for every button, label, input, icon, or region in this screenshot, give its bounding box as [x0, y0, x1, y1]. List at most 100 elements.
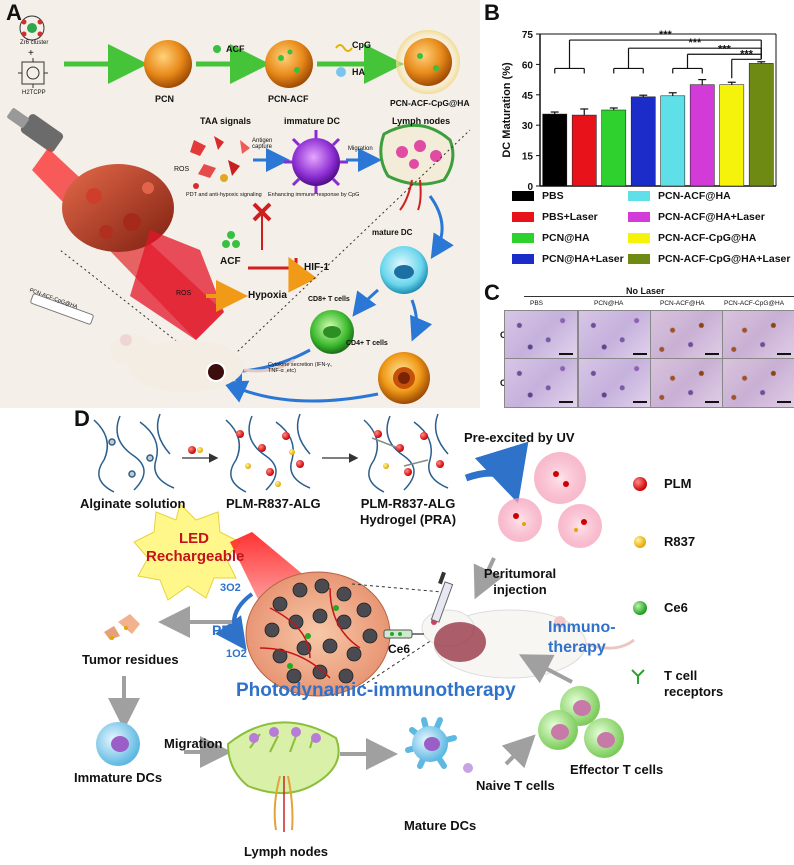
- singlet-oxygen-label: 1O2: [226, 648, 247, 660]
- panel-a: A: [0, 0, 480, 408]
- arrow-injection: [473, 557, 503, 600]
- led-rechargeable-label: LED Rechargeable: [146, 530, 245, 565]
- plus-label: +: [28, 48, 34, 59]
- ros-label-2: ROS: [176, 290, 192, 297]
- tumor-icon: [62, 164, 174, 252]
- hif1-label: HIF-1: [304, 262, 329, 273]
- legend-swatch: [512, 212, 534, 223]
- cd4-t-cell-icon: [378, 352, 430, 404]
- bar-1: [571, 114, 597, 187]
- tcr-legend-label: T cell receptors: [664, 668, 724, 699]
- plm-legend-icon: [633, 477, 647, 491]
- mature-dc-icon-d: [405, 717, 473, 773]
- lymph-nodes-label: Lymph nodes: [392, 116, 451, 126]
- acf-label: ACF: [226, 44, 245, 54]
- panel-a-schematic: [7, 15, 471, 404]
- excited-microspheres-icon: [498, 452, 602, 548]
- pcn-acf-label: PCN-ACF: [268, 94, 309, 104]
- tcpp-molecule-icon: [18, 58, 48, 88]
- lymph-node-icon: [379, 123, 455, 211]
- ihc-image-cd8-pcn-acf-ha: [650, 310, 724, 360]
- tumor-tissue: [130, 230, 224, 340]
- pcn-label: PCN: [155, 94, 175, 104]
- plm-r837-alg-icon: [225, 413, 311, 493]
- legend-swatch: [512, 191, 534, 202]
- arrow-to-cd4: [410, 299, 433, 342]
- led-star-icon: [133, 503, 241, 601]
- ce6-syringe-label: Ce6: [388, 642, 411, 656]
- panel-a-letter: A: [6, 0, 22, 25]
- legend-label: PCN-ACF@HA+Laser: [658, 211, 765, 223]
- plm-r837-alg-label: PLM-R837-ALG: [226, 496, 321, 511]
- y-tick-label: 60: [522, 60, 534, 71]
- y-tick-label: 45: [522, 91, 534, 102]
- hydrogel-label: PLM-R837-ALG Hydrogel (PRA): [359, 496, 457, 527]
- no-laser-title: No Laser: [626, 286, 665, 296]
- legend-item-pcn-ha-laser: PCN@HA+Laser: [512, 253, 624, 265]
- pcn-acf-particle-icon: [265, 40, 313, 88]
- legend-label: PCN-ACF@HA: [658, 190, 731, 202]
- syringe-icon-d: [430, 571, 454, 623]
- pcn-acf-cpg-ha-label: PCN-ACF-CpG@HA: [390, 98, 470, 108]
- tumor-tissue-icon: [245, 571, 391, 697]
- effector-t-cells-icon: [538, 686, 624, 758]
- cd4-label: CD4+ T cells: [346, 340, 388, 347]
- legend-label: PBS+Laser: [542, 211, 598, 223]
- immature-dcs-label: Immature DCs: [74, 770, 163, 785]
- panel-d-letter: D: [74, 406, 90, 431]
- legend-item-pcn-acf-cpg-ha: PCN-ACF-CpG@HA: [628, 232, 756, 244]
- plm-r837-alg-particles: [236, 430, 304, 487]
- arrow-to-tumor-from-effector: [518, 654, 573, 684]
- r837-legend-icon: [634, 536, 646, 548]
- arrow-to-cd8: [352, 288, 379, 317]
- mature-dc-icon: [380, 246, 428, 294]
- col-header-pcn-acf-cpg-ha: PCN-ACF-CpG@HA: [724, 300, 785, 307]
- ha-icon: [336, 67, 346, 77]
- col-header-pcn-acf-ha: PCN-ACF@HA: [660, 300, 705, 307]
- taa-signals-label: TAA signals: [200, 116, 252, 126]
- tcr-legend-icon: [631, 669, 645, 684]
- bar-2: [601, 109, 627, 187]
- bar-6: [719, 84, 745, 187]
- mature-dcs-label: Mature DCs: [404, 818, 477, 833]
- cd8-label: CD8+ T cells: [308, 296, 350, 303]
- y-tick-label: 15: [522, 152, 534, 163]
- legend-label: PCN@HA: [542, 232, 590, 244]
- ihc-image-cd8-pcn-ha: [578, 310, 652, 360]
- arrow-uv-excitation: [464, 441, 529, 504]
- panel-d-schematic: [93, 413, 647, 832]
- arrow-hypoxia-hif: [288, 256, 318, 293]
- ce6-legend-label: Ce6: [664, 600, 688, 615]
- legend-swatch: [512, 233, 534, 244]
- panel-b-legend: PBS PCN-ACF@HA PBS+Laser PCN-ACF@HA+Lase…: [490, 190, 790, 266]
- bar-0: [542, 113, 568, 187]
- pdt-label: PDT: [212, 622, 240, 638]
- cpg-label: CpG: [352, 40, 371, 50]
- photodynamic-immunotherapy-label: Photodynamic-immunotherapy: [236, 680, 516, 701]
- ihc-image-cd4-pbs: [504, 358, 578, 408]
- panel-b-letter: B: [484, 0, 500, 25]
- legend-swatch: [628, 233, 650, 244]
- bar-7: [748, 63, 774, 187]
- arrow-to-effector: [501, 734, 536, 769]
- y-axis-label: DC Maturation (%): [501, 62, 513, 158]
- legend-swatch: [512, 254, 534, 265]
- migration-label-a: Migration: [348, 146, 373, 152]
- antigen-capture-label: Antigen capture: [252, 138, 273, 150]
- legend-swatch: [628, 212, 650, 223]
- legend-item-pcn-acf-ha-laser: PCN-ACF@HA+Laser: [628, 211, 765, 223]
- triplet-oxygen-label: 3O2: [220, 582, 241, 594]
- legend-item-pbs: PBS: [512, 190, 564, 202]
- legend-item-pcn-acf-ha: PCN-ACF@HA: [628, 190, 731, 202]
- laser-pointer-icon: [7, 108, 64, 152]
- peritumoral-injection-label: Peritumoral injection: [483, 566, 557, 597]
- legend-item-pcn-ha: PCN@HA: [512, 232, 590, 244]
- lymph-nodes-label-d: Lymph nodes: [244, 844, 329, 859]
- legend-label: PCN-ACF-CpG@HA+Laser: [658, 253, 791, 265]
- alginate-solution-label: Alginate solution: [80, 496, 186, 511]
- cpg-strand-icon: [335, 44, 353, 52]
- ce6-syringe-icon: [383, 629, 424, 639]
- pdt-signal-label: PDT and anti-hypoxic signaling: [186, 192, 262, 198]
- cytokine-label: Cytokine secretion (IFN-γ、TNF-α ,etc): [268, 362, 336, 374]
- pcn-particle-icon: [144, 40, 192, 88]
